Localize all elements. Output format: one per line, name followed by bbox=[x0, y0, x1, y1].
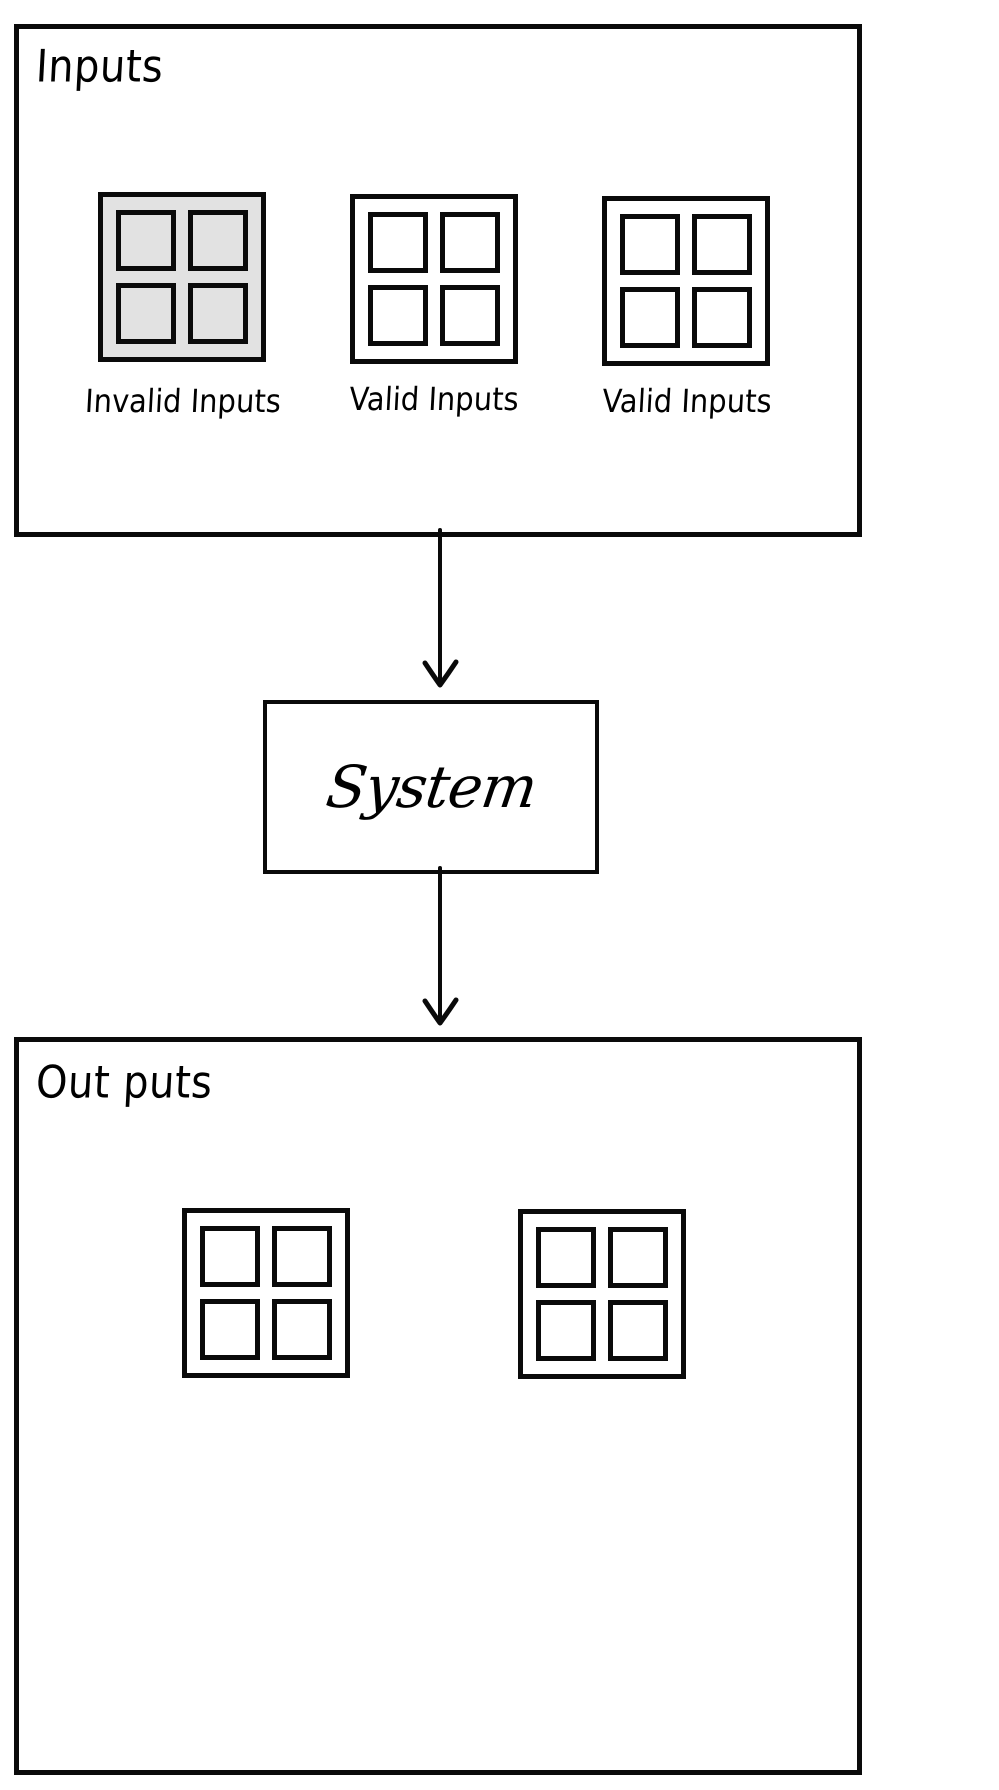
system-label: System bbox=[321, 753, 541, 821]
grid-cell bbox=[116, 210, 176, 271]
system-process-box: System bbox=[263, 700, 599, 874]
grid-cell bbox=[536, 1227, 596, 1288]
grid-cell bbox=[692, 214, 752, 275]
grid-label-valid-inputs-1: Valid Inputs bbox=[348, 380, 520, 418]
grid-cell bbox=[440, 285, 500, 346]
grid-valid-inputs-1 bbox=[350, 194, 518, 364]
grid-cell bbox=[536, 1300, 596, 1361]
grid-cell bbox=[608, 1227, 668, 1288]
grid-cell bbox=[272, 1226, 332, 1287]
grid-cell bbox=[116, 283, 176, 344]
arrow-system-to-outputs-icon bbox=[422, 866, 459, 1026]
grid-cell bbox=[608, 1300, 668, 1361]
grid-cell bbox=[368, 285, 428, 346]
grid-cell bbox=[620, 287, 680, 348]
grid-cell bbox=[620, 214, 680, 275]
arrow-inputs-to-system-icon bbox=[422, 528, 459, 688]
grid-output-1 bbox=[182, 1208, 350, 1378]
grid-cell bbox=[188, 283, 248, 344]
outputs-container bbox=[14, 1037, 862, 1775]
grid-valid-inputs-2 bbox=[602, 196, 770, 366]
grid-output-2 bbox=[518, 1209, 686, 1379]
grid-cell bbox=[692, 287, 752, 348]
outputs-section-title: Out puts bbox=[34, 1057, 214, 1109]
grid-cell bbox=[368, 212, 428, 273]
grid-cell bbox=[200, 1226, 260, 1287]
inputs-section-title: Inputs bbox=[34, 41, 165, 93]
grid-cell bbox=[440, 212, 500, 273]
grid-label-invalid-inputs: Invalid Inputs bbox=[84, 382, 282, 420]
grid-cell bbox=[188, 210, 248, 271]
grid-label-valid-inputs-2: Valid Inputs bbox=[601, 382, 773, 420]
grid-cell bbox=[200, 1299, 260, 1360]
grid-cell bbox=[272, 1299, 332, 1360]
grid-invalid-inputs bbox=[98, 192, 266, 362]
